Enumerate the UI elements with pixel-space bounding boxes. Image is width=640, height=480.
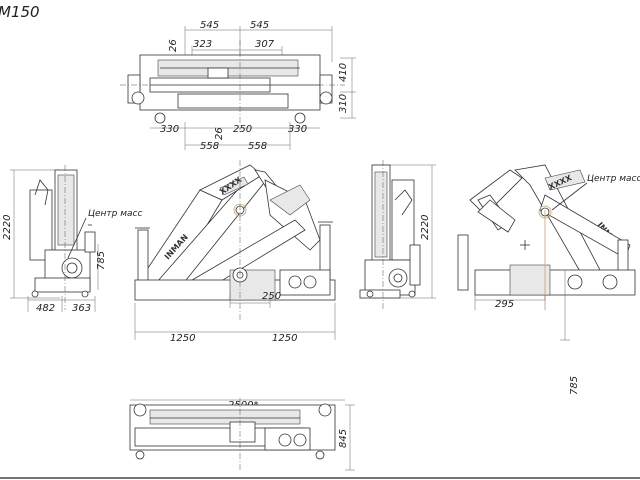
dim-top-558-right: 558 xyxy=(248,141,267,152)
bottom-view: 845 xyxy=(129,398,355,471)
dim-top-330-left: 330 xyxy=(160,124,179,135)
drawing-title: M150 xyxy=(0,3,40,21)
dim-left-785: 785 xyxy=(96,251,107,270)
dim-top-307: 307 xyxy=(255,39,275,50)
dim-front-1250-right: 1250 xyxy=(272,333,297,344)
front-view: XXXX INMAN 1250 250 1250 2500* xyxy=(130,160,345,411)
dim-left-482: 482 xyxy=(36,303,55,314)
dim-top-558-left: 558 xyxy=(200,141,219,152)
dim-top-310: 310 xyxy=(338,94,349,113)
dim-left-2220: 2220 xyxy=(2,215,13,240)
dim-top-323: 323 xyxy=(193,39,212,50)
dim-right-2220: 2220 xyxy=(420,215,431,240)
dim-right-785: 785 xyxy=(569,376,580,395)
dim-top-545-left: 545 xyxy=(200,20,219,31)
right-side-view: 2220 xyxy=(359,160,436,310)
dim-front-250: 250 xyxy=(262,291,281,302)
left-side-view: 2220 Центр масс 785 482 363 xyxy=(2,165,142,314)
dim-top-26-lower: 26 xyxy=(214,127,225,140)
dim-top-250: 250 xyxy=(233,124,252,135)
top-view: 545 545 323 307 26 410 310 330 26 xyxy=(120,20,356,152)
dim-top-26-upper: 26 xyxy=(168,39,179,52)
dim-top-545-right: 545 xyxy=(250,20,269,31)
center-of-mass-note-left: Центр масс xyxy=(88,209,142,219)
dim-right-295: 295 xyxy=(495,299,514,310)
dim-left-363: 363 xyxy=(72,303,91,314)
dim-top-330-right: 330 xyxy=(288,124,307,135)
center-of-mass-note-right: Центр масс xyxy=(587,174,640,184)
dim-bottom-845: 845 xyxy=(338,429,349,448)
dim-front-1250-left: 1250 xyxy=(170,333,195,344)
folded-view: XXXX INMAN Центр масс 295 785 xyxy=(457,164,640,395)
dim-top-410: 410 xyxy=(338,63,349,82)
